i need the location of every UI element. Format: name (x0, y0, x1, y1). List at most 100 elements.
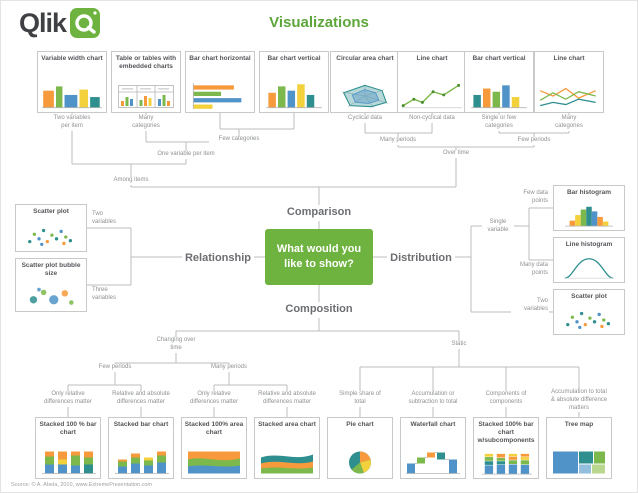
branch-label-relative-and-absolute-differences-2: Relative and absolute differences matter (257, 391, 317, 407)
source-attribution: Source: © A. Abela, 2010, www.ExtremePre… (11, 482, 153, 488)
branch-label-many-categories: Many categories (126, 115, 166, 131)
stacked-100-bar-chart-icon (42, 451, 96, 474)
card-title: Bar chart vertical (267, 55, 321, 62)
branch-distribution: Distribution (387, 252, 455, 264)
card-title: Variable width chart (41, 55, 103, 62)
branch-label-few-periods: Few periods (512, 137, 556, 145)
card-title: Circular area chart (336, 55, 394, 62)
bar-histogram-icon (565, 206, 613, 227)
branch-label-many-categories-2: Many categories (549, 115, 589, 131)
branch-label-relative-and-absolute-differences: Relative and absolute differences matter (111, 391, 171, 407)
card-stacked-bar-chart: Stacked bar chart (108, 417, 174, 479)
card-title: Stacked bar chart (113, 421, 169, 428)
branch-label-many-periods: Many periods (373, 137, 423, 145)
scatter-plot-bubble-icon (29, 287, 74, 305)
card-stacked-100-bar-subcomponents: Stacked 100% bar chart w/subcomponents (473, 417, 539, 479)
card-waterfall-chart: Waterfall chart (400, 417, 466, 479)
bar-chart-vertical-icon (471, 85, 527, 109)
card-title: Stacked 100% bar chart w/subcomponents (477, 421, 535, 444)
scatter-plot-icon (28, 228, 73, 247)
branch-label-one-variable-per-item: One variable per item (150, 151, 222, 159)
card-title: Pie chart (346, 421, 374, 428)
stacked-bar-chart-icon (115, 451, 169, 474)
card-title: Scatter plot (571, 293, 607, 300)
branch-label-many-data-points: Many data points (503, 262, 549, 278)
branch-label-single-or-few-categories: Single or few categories (475, 115, 523, 131)
card-stacked-100-bar-chart: Stacked 100 % bar chart (35, 417, 101, 479)
card-scatter-plot-2: Scatter plot (553, 289, 625, 335)
branch-label-components-of-components: Components of components (480, 391, 532, 407)
card-bar-chart-vertical: Bar chart vertical (259, 51, 329, 113)
branch-label-only-relative-differences: Only relative differences matter (42, 391, 94, 407)
card-bar-histogram: Bar histogram (553, 185, 625, 231)
stacked-100-bar-subcomponents-icon (482, 453, 532, 475)
waterfall-chart-icon (406, 452, 460, 474)
qlik-logo-text: Qlik (19, 8, 67, 38)
card-line-chart: Line chart (397, 51, 467, 113)
card-table-embedded-charts: Table or tables with embedded charts (111, 51, 181, 113)
branch-label-many-periods-2: Many periods (201, 364, 257, 372)
card-line-histogram: Line histogram (553, 237, 625, 283)
branch-label-changing-over-time: Changing over time (154, 337, 198, 353)
stacked-area-chart-icon (261, 454, 313, 474)
variable-width-chart-icon (42, 86, 102, 109)
branch-label-accumulation-to-total: Accumulation to total & absolute differe… (549, 389, 609, 413)
central-question-text: What would you like to show? (276, 243, 362, 270)
branch-label-only-relative-differences-2: Only relative differences matter (188, 391, 240, 407)
card-title: Stacked area chart (258, 421, 316, 428)
card-title: Stacked 100 % bar chart (39, 421, 97, 436)
card-bar-chart-vertical-2: Bar chart vertical (464, 51, 534, 113)
branch-label-two-variables-2: Two variables (511, 298, 549, 314)
branch-label-non-cyclical-data: Non-cyclical data (405, 115, 459, 123)
qlik-logo-icon (70, 8, 101, 38)
line-chart-multi-icon (539, 87, 596, 107)
branch-label-few-categories: Few categories (209, 136, 269, 144)
page-title: Visualizations (269, 14, 369, 31)
branch-label-two-variables-per-item: Two variables per item (49, 115, 95, 131)
card-title: Tree map (564, 421, 594, 428)
branch-label-few-data-points: Few data points (505, 190, 549, 206)
bar-chart-vertical-icon (266, 84, 322, 109)
card-tree-map: Tree map (546, 417, 612, 479)
card-pie-chart: Pie chart (327, 417, 393, 479)
branch-label-two-variables: Two variables (91, 211, 125, 227)
line-chart-icon (401, 83, 462, 109)
tree-map-icon (553, 451, 605, 474)
card-title: Line chart (416, 55, 448, 62)
qlik-logo: Qlik (19, 8, 101, 38)
line-histogram-icon (564, 258, 614, 279)
branch-label-over-time: Over time (436, 150, 476, 158)
bar-chart-horizontal-icon (192, 83, 242, 109)
card-line-chart-2: Line chart (534, 51, 604, 113)
card-stacked-100-area-chart: Stacked 100% area chart (181, 417, 247, 479)
card-title: Bar chart vertical (472, 55, 526, 62)
card-scatter-plot-bubble-size: Scatter plot bubble size (15, 258, 87, 312)
branch-label-among-items: Among items (106, 177, 156, 185)
card-scatter-plot: Scatter plot (15, 204, 87, 252)
card-circular-area-chart: Circular area chart (330, 51, 400, 113)
card-title: Scatter plot (33, 208, 69, 215)
card-title: Table or tables with embedded charts (115, 55, 177, 70)
card-title: Bar chart horizontal (189, 55, 251, 62)
card-bar-chart-horizontal: Bar chart horizontal (185, 51, 255, 113)
branch-comparison: Comparison (283, 206, 355, 218)
card-stacked-area-chart: Stacked area chart (254, 417, 320, 479)
circular-area-chart-icon (341, 84, 389, 108)
scatter-plot-icon (566, 311, 611, 330)
embedded-table-chart-icon (118, 85, 174, 108)
branch-label-single-variable: Single variable (482, 219, 514, 235)
branch-composition: Composition (282, 303, 356, 315)
branch-label-accumulation-or-subtraction: Accumulation or subtraction to total (403, 391, 463, 407)
card-title: Line histogram (565, 241, 613, 248)
branch-label-cyclical-data: Cyclical data (342, 115, 388, 123)
pie-chart-icon (349, 451, 371, 474)
central-question-box: What would you like to show? (265, 229, 373, 285)
branch-label-few-periods-2: Few periods (90, 364, 140, 372)
branch-label-simple-share-of-total: Simple share of total (338, 391, 382, 407)
stacked-100-area-chart-icon (188, 451, 240, 474)
card-title: Line chart (553, 55, 585, 62)
card-title: Waterfall chart (410, 421, 456, 428)
branch-label-static: Static (444, 341, 474, 349)
branch-label-three-variables: Three variables (91, 287, 125, 303)
